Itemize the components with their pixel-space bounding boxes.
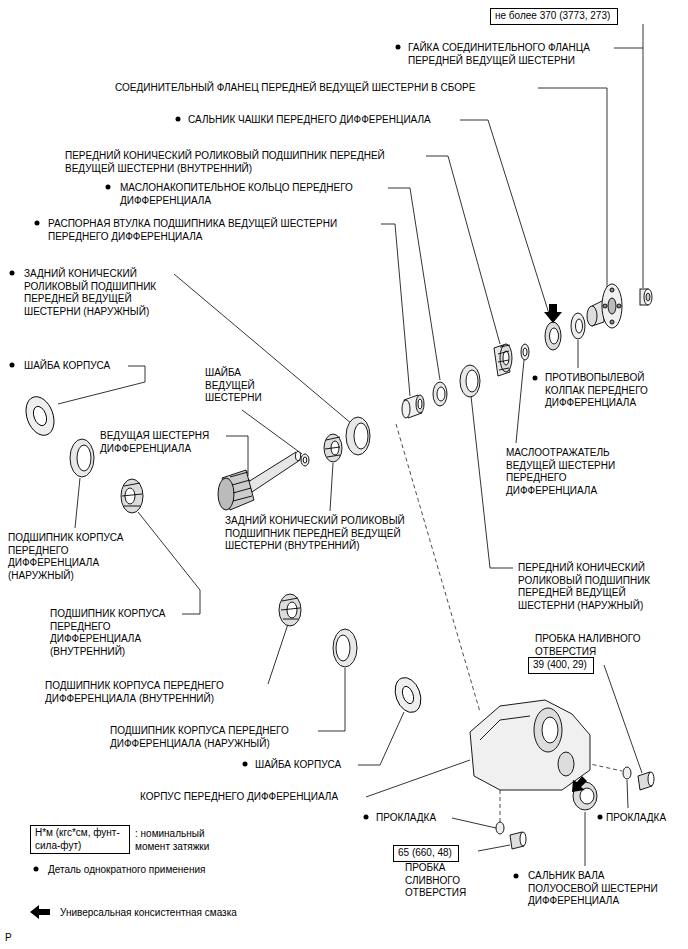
part-name: САЛЬНИК ЧАШКИ ПЕРЕДНЕГО ДИФФЕРЕНЦИАЛА (188, 114, 431, 127)
part-name: ГАЙКА СОЕДИНИТЕЛЬНОГО ФЛАНЦА ПЕРЕДНЕЙ ВЕ… (408, 42, 623, 67)
part-name: ЗАДНИЙ КОНИЧЕСКИЙ РОЛИКОВЫЙ ПОДШИПНИК ПЕ… (24, 268, 169, 318)
part-name: ШАЙБА КОРПУСА (255, 759, 341, 772)
part-name: ПЕРЕДНИЙ КОНИЧЕСКИЙ РОЛИКОВЫЙ ПОДШИПНИК … (518, 562, 665, 612)
part-name: ПРОБКА НАЛИВНОГО ОТВЕРСТИЯ (535, 633, 675, 658)
part-name: САЛЬНИК ВАЛА ПОЛУОСЕВОЙ ШЕСТЕРНИ ДИФФЕРЕ… (528, 870, 668, 908)
torque-box: Н*м (кгс*см, фунт-сила-фут) (30, 825, 130, 854)
part-name: ПОДШИПНИК КОРПУСА ПЕРЕДНЕГО ДИФФЕРЕНЦИАЛ… (8, 532, 136, 582)
part-name: P (5, 932, 12, 945)
torque-value: не более 370 (3773, 273) (495, 10, 613, 23)
legend-text: Универсальная консистентная смазка (60, 907, 237, 920)
part-name: СОЕДИНИТЕЛЬНЫЙ ФЛАНЕЦ ПЕРЕДНЕЙ ВЕДУЩЕЙ Ш… (115, 82, 475, 95)
part-name: ПРОТИВОПЫЛЕВОЙ КОЛПАК ПЕРЕДНЕГО ДИФФЕРЕН… (545, 372, 670, 410)
torque-box: 39 (400, 29) (528, 657, 594, 674)
part-name: ПРОКЛАДКА (606, 812, 666, 825)
legend-text: Деталь однократного применения (48, 864, 205, 877)
part-name: МАСЛООТРАЖАТЕЛЬ ВЕДУЩЕЙ ШЕСТЕРНИ ПЕРЕДНЕ… (506, 447, 628, 497)
part-name: ПОДШИПНИК КОРПУСА ПЕРЕДНЕГО ДИФФЕРЕНЦИАЛ… (45, 680, 250, 705)
part-name: ПОДШИПНИК КОРПУСА ПЕРЕДНЕГО ДИФФЕРЕНЦИАЛ… (50, 608, 178, 658)
torque-value: Н*м (кгс*см, фунт-сила-фут) (35, 827, 125, 852)
part-name: МАСЛОНАКОПИТЕЛЬНОЕ КОЛЬЦО ПЕРЕДНЕГО ДИФФ… (120, 182, 382, 207)
torque-box: не более 370 (3773, 273) (490, 8, 618, 25)
part-name: РАСПОРНАЯ ВТУЛКА ПОДШИПНИКА ВЕДУЩЕЙ ШЕСТ… (48, 218, 375, 243)
torque-value: 65 (660, 48) (398, 847, 454, 860)
torque-box: 65 (660, 48) (393, 845, 459, 862)
part-name: КОРПУС ПЕРЕДНЕГО ДИФФЕРЕНЦИАЛА (140, 791, 338, 804)
part-name: ПРОБКА СЛИВНОГО ОТВЕРСТИЯ (405, 862, 480, 900)
part-name: ШАЙБА КОРПУСА (24, 360, 110, 373)
part-name: ШАЙБА ВЕДУЩЕЙ ШЕСТЕРНИ (205, 367, 275, 405)
legend-text: : номинальный момент затяжки (135, 828, 230, 853)
part-name: ВЕДУЩАЯ ШЕСТЕРНЯ ДИФФЕРЕНЦИАЛА (100, 430, 225, 455)
part-name: ЗАДНИЙ КОНИЧЕСКИЙ РОЛИКОВЫЙ ПОДШИПНИК ПЕ… (225, 515, 430, 553)
torque-value: 39 (400, 29) (533, 659, 589, 672)
part-name: ПЕРЕДНИЙ КОНИЧЕСКИЙ РОЛИКОВЫЙ ПОДШИПНИК … (65, 150, 420, 175)
part-name: ПОДШИПНИК КОРПУСА ПЕРЕДНЕГО ДИФФЕРЕНЦИАЛ… (110, 725, 315, 750)
part-name: ПРОКЛАДКА (376, 812, 436, 825)
